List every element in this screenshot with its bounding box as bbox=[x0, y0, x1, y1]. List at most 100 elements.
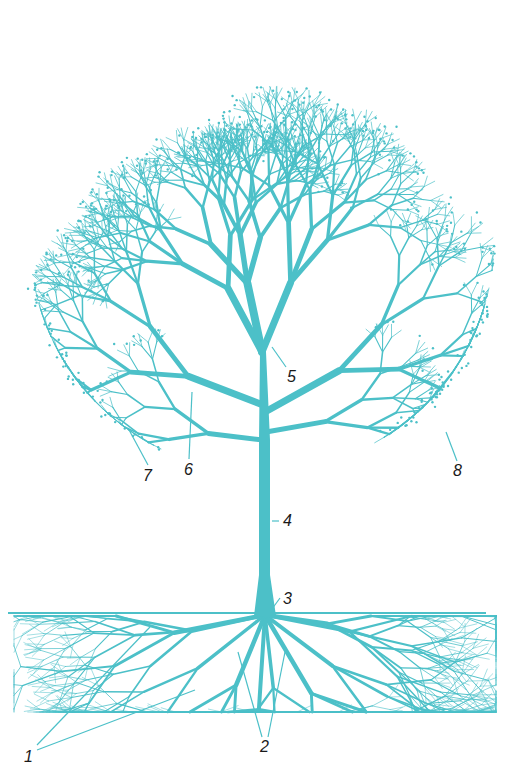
branch-line bbox=[448, 665, 462, 666]
branch-line bbox=[332, 666, 387, 697]
branch-line bbox=[68, 616, 81, 622]
branch-line bbox=[272, 712, 295, 713]
branch-line bbox=[14, 695, 15, 703]
branch-line bbox=[46, 677, 68, 682]
branch-line bbox=[240, 235, 247, 283]
branch-line bbox=[435, 616, 445, 621]
branch-line bbox=[462, 619, 495, 638]
branch-line bbox=[463, 712, 481, 713]
branch-line bbox=[425, 688, 427, 704]
branch-line bbox=[43, 648, 65, 660]
branch-line bbox=[441, 692, 473, 695]
branch-line bbox=[440, 632, 461, 641]
branch-line bbox=[461, 642, 476, 653]
branch-line bbox=[61, 621, 71, 627]
branch-line bbox=[372, 706, 390, 710]
branch-line bbox=[399, 652, 420, 668]
branch-line bbox=[256, 688, 274, 712]
branch-line bbox=[82, 677, 98, 686]
branch-line bbox=[113, 666, 150, 674]
branch-line bbox=[440, 645, 455, 647]
branch-line bbox=[439, 653, 461, 657]
branch-line bbox=[81, 707, 96, 708]
branch-line bbox=[36, 680, 51, 688]
branch-line bbox=[419, 616, 437, 617]
branch-line bbox=[88, 631, 112, 632]
branch-line bbox=[192, 712, 225, 713]
branch-line bbox=[428, 667, 448, 669]
branch-line bbox=[88, 616, 93, 617]
branch-line bbox=[44, 622, 58, 631]
branch-line bbox=[115, 633, 175, 666]
branch-line bbox=[462, 642, 478, 646]
branch-line bbox=[14, 636, 22, 640]
branch-line bbox=[411, 641, 439, 651]
branch-line bbox=[496, 691, 497, 694]
branch-line bbox=[409, 695, 415, 712]
branch-line bbox=[453, 678, 469, 685]
branch-line bbox=[480, 669, 487, 686]
branch-line bbox=[55, 683, 77, 686]
branch-line bbox=[62, 637, 73, 639]
branch-line bbox=[27, 633, 43, 635]
branch-line bbox=[458, 669, 474, 670]
branch-line bbox=[168, 182, 186, 188]
branch-line bbox=[14, 686, 23, 696]
branch-line bbox=[190, 685, 236, 712]
branch-line bbox=[421, 708, 434, 711]
branch-line bbox=[62, 672, 77, 683]
branch-line bbox=[14, 672, 15, 676]
branch-line bbox=[409, 712, 412, 713]
branch-line bbox=[396, 712, 397, 713]
branch-line bbox=[30, 709, 49, 710]
branch-line bbox=[55, 616, 67, 618]
branch-line bbox=[311, 693, 366, 712]
branch-line bbox=[14, 646, 21, 667]
branch-line bbox=[446, 662, 460, 665]
branch-line bbox=[176, 229, 211, 244]
branch-line bbox=[496, 626, 497, 638]
branch-line bbox=[27, 700, 39, 709]
branch-line bbox=[54, 667, 55, 683]
branch-line bbox=[14, 669, 15, 684]
branch-line bbox=[461, 616, 494, 617]
branch-line bbox=[236, 708, 252, 712]
branch-line bbox=[397, 676, 430, 712]
branch-line bbox=[52, 711, 66, 712]
branch-line bbox=[115, 616, 144, 622]
branch-line bbox=[381, 712, 396, 713]
branch-line bbox=[496, 695, 497, 698]
branch-line bbox=[436, 626, 445, 631]
branch-line bbox=[436, 620, 445, 626]
branch-line bbox=[372, 697, 389, 706]
branch-line bbox=[117, 703, 148, 712]
branch-line bbox=[411, 651, 439, 658]
branch-line bbox=[459, 624, 477, 628]
branch-line bbox=[26, 657, 44, 660]
branch-line bbox=[91, 669, 98, 686]
branch-line bbox=[273, 688, 309, 712]
branch-line bbox=[488, 678, 496, 681]
branch-line bbox=[150, 172, 156, 188]
branch-line bbox=[420, 621, 435, 627]
branch-line bbox=[253, 142, 254, 157]
branch-line bbox=[438, 677, 449, 683]
branch-line bbox=[411, 651, 437, 664]
branch-line bbox=[453, 678, 458, 694]
branch-line bbox=[382, 712, 391, 713]
branch-line bbox=[496, 636, 497, 638]
branch-line bbox=[67, 657, 80, 659]
branch-line bbox=[404, 711, 422, 713]
branch-line bbox=[496, 625, 497, 638]
branch-line bbox=[397, 676, 417, 712]
branch-line bbox=[165, 712, 192, 713]
branch-line bbox=[473, 694, 496, 695]
branch-line bbox=[86, 704, 109, 712]
branch-line bbox=[64, 644, 74, 652]
branch-line bbox=[40, 710, 49, 712]
branch-line bbox=[417, 691, 422, 711]
branch-line bbox=[259, 615, 265, 709]
branch-line bbox=[98, 686, 116, 704]
branch-line bbox=[467, 666, 479, 681]
branch-line bbox=[420, 691, 433, 705]
